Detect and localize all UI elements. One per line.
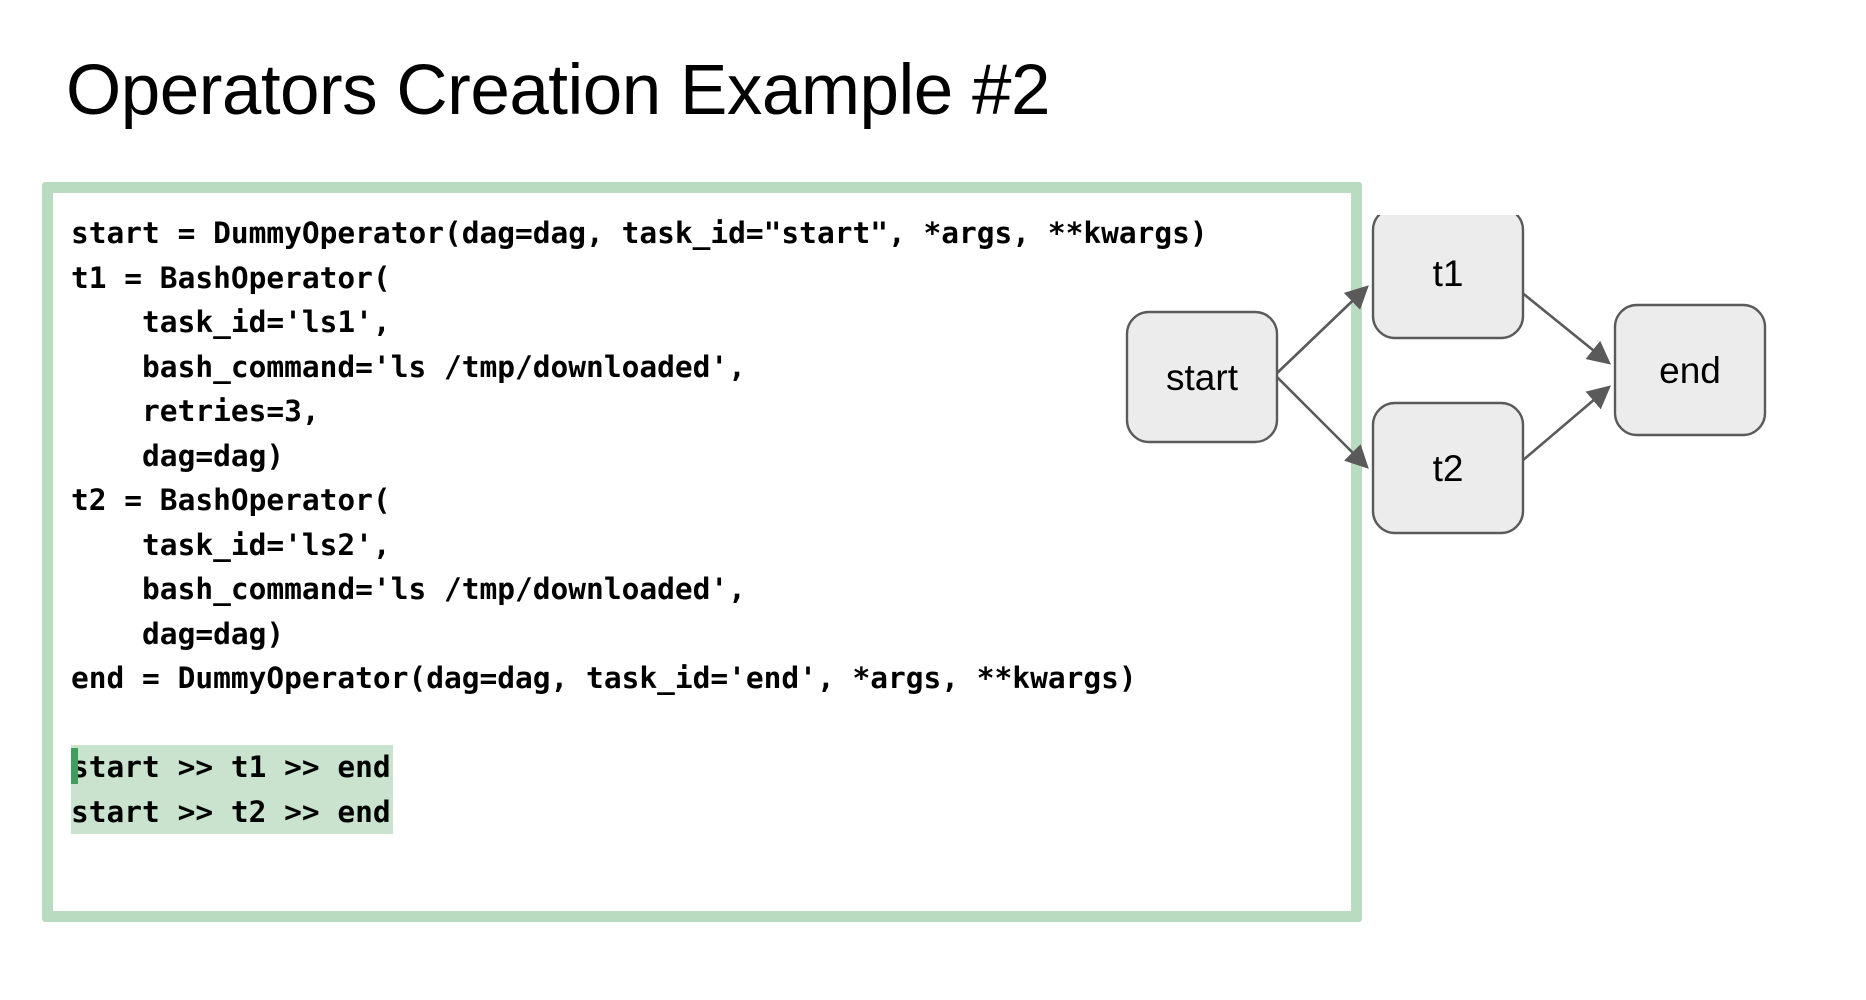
code-line-text: retries=3, bbox=[71, 394, 320, 428]
text-cursor-caret bbox=[71, 748, 78, 784]
code-line: end = DummyOperator(dag=dag, task_id='en… bbox=[71, 656, 1351, 701]
code-line: bash_command='ls /tmp/downloaded', bbox=[71, 567, 1351, 612]
code-line-text: task_id='ls1', bbox=[71, 305, 391, 339]
dag-edge-start-t2 bbox=[1274, 374, 1369, 469]
code-block[interactable]: start = DummyOperator(dag=dag, task_id="… bbox=[71, 211, 1351, 834]
code-line: task_id='ls2', bbox=[71, 523, 1351, 568]
dag-diagram: start t1 t2 end bbox=[1085, 215, 1845, 635]
code-line: task_id='ls1', bbox=[71, 300, 1351, 345]
dag-node-t2[interactable]: t2 bbox=[1371, 401, 1525, 535]
code-line-text: task_id='ls2', bbox=[71, 527, 391, 562]
code-line-highlighted: start >> t2 >> end bbox=[71, 789, 393, 834]
code-line: dag=dag) bbox=[71, 434, 1351, 479]
code-line: t2 = BashOperator( bbox=[71, 478, 1351, 523]
code-line: t1 = BashOperator( bbox=[71, 256, 1351, 301]
code-line: start = DummyOperator(dag=dag, task_id="… bbox=[71, 211, 1351, 256]
code-line-highlighted: start >> t1 >> end bbox=[71, 745, 393, 790]
dag-edge-start-t1 bbox=[1274, 285, 1369, 376]
dag-edge-t2-end bbox=[1514, 385, 1611, 468]
code-line-text: end = DummyOperator(dag=dag, task_id='en… bbox=[71, 661, 1137, 695]
code-line: dag=dag) bbox=[71, 612, 1351, 657]
code-line-text bbox=[71, 701, 1351, 746]
code-line-text: dag=dag) bbox=[71, 438, 285, 473]
dag-node-t2-label: t2 bbox=[1433, 448, 1464, 489]
dag-node-t1[interactable]: t1 bbox=[1371, 215, 1525, 340]
code-line-text: dag=dag) bbox=[71, 616, 285, 651]
dag-node-t1-label: t1 bbox=[1433, 253, 1464, 294]
dag-node-start-label: start bbox=[1166, 357, 1239, 398]
code-card: start = DummyOperator(dag=dag, task_id="… bbox=[42, 182, 1362, 922]
code-line: start >> t2 >> end bbox=[71, 789, 1351, 834]
code-line-text: t2 = BashOperator( bbox=[71, 483, 391, 517]
page-title: Operators Creation Example #2 bbox=[66, 51, 1050, 130]
code-line bbox=[71, 701, 1351, 746]
code-line-text: t1 = BashOperator( bbox=[71, 260, 391, 295]
code-line-text: bash_command='ls /tmp/downloaded', bbox=[71, 572, 746, 606]
code-line: start >> t1 >> end bbox=[71, 745, 1351, 790]
code-line: retries=3, bbox=[71, 389, 1351, 434]
code-line-text: start = DummyOperator(dag=dag, task_id="… bbox=[71, 216, 1208, 250]
dag-node-start[interactable]: start bbox=[1125, 310, 1279, 444]
code-line-text: bash_command='ls /tmp/downloaded', bbox=[71, 349, 746, 384]
dag-node-end[interactable]: end bbox=[1613, 303, 1767, 437]
dag-edge-t1-end bbox=[1514, 285, 1612, 365]
dag-node-end-label: end bbox=[1659, 350, 1721, 391]
code-line: bash_command='ls /tmp/downloaded', bbox=[71, 345, 1351, 390]
